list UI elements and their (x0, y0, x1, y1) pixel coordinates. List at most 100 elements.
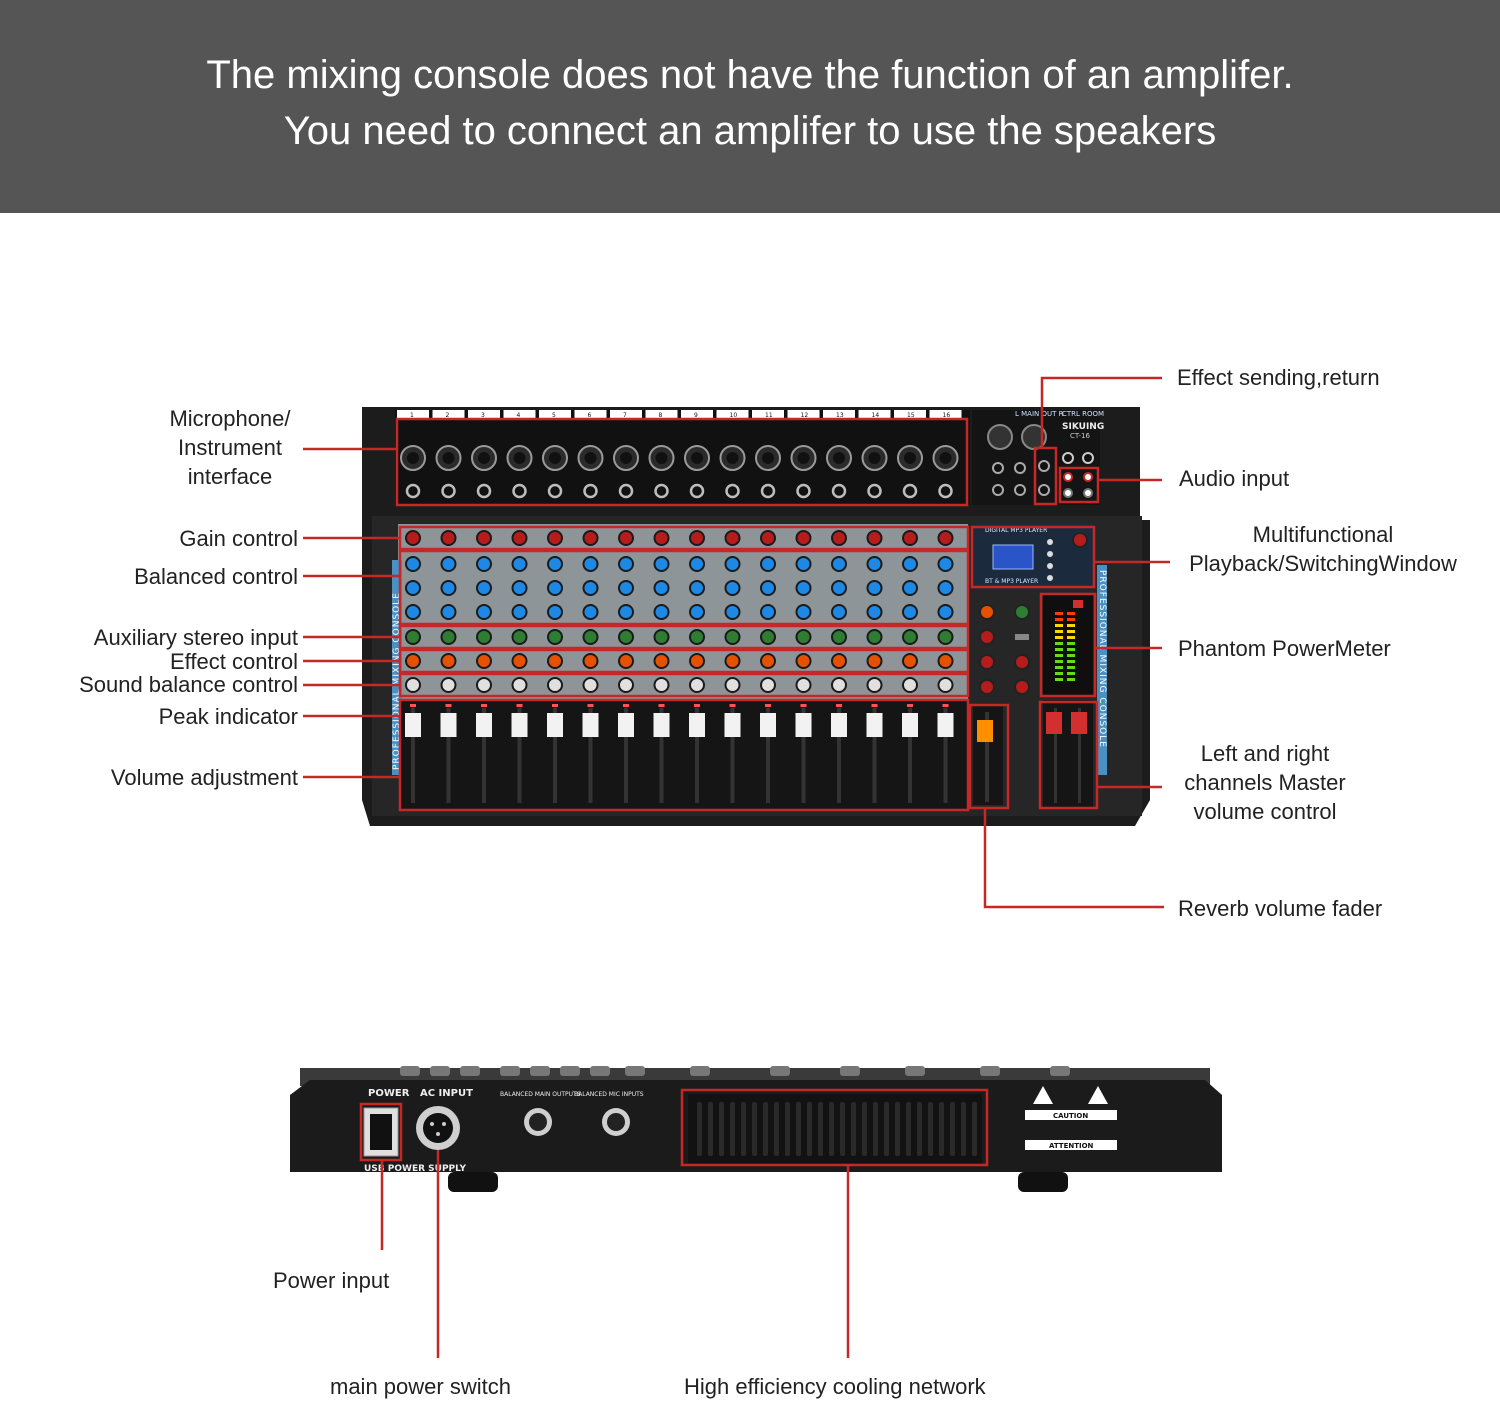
meter-led-left (1055, 660, 1063, 663)
channel-knob (866, 677, 883, 693)
channel-knob (831, 629, 847, 645)
xlr-input-hole (442, 452, 455, 464)
channel-number-tab (787, 410, 820, 418)
xlr-input-hole (407, 452, 419, 464)
xlr-input-hole (726, 452, 739, 464)
rear-knob (500, 1066, 520, 1076)
xlr-input-hole (868, 452, 881, 464)
line-input-jack (902, 483, 918, 499)
channel-knob (760, 604, 776, 620)
channel-knob (689, 604, 705, 620)
peak-led (765, 704, 771, 707)
channel-number-tab (858, 410, 891, 418)
channel-number: 3 (481, 412, 485, 419)
channel-knob (511, 580, 528, 596)
meter-led-right (1067, 636, 1075, 639)
master-l-fader-cap (1046, 712, 1062, 734)
fader-track (553, 708, 557, 803)
channel-knob (937, 629, 954, 645)
rca-input-3 (1063, 488, 1073, 498)
channel-number-tab (645, 410, 678, 418)
banner-line-2: You need to connect an amplifer to use t… (283, 109, 1217, 153)
channel-knob (405, 629, 421, 645)
peak-led (552, 704, 558, 707)
channel-knob (476, 530, 492, 546)
line-input-jack (796, 483, 811, 499)
channel-knob (937, 556, 954, 572)
line-input-jack (867, 483, 882, 499)
mixer-rear-view: POWER AC INPUT USB POWER SUPPLY BALANCED… (290, 1066, 1222, 1192)
channel-knob (795, 629, 812, 645)
line-input-jack (618, 483, 634, 499)
main-out-l-xlr (987, 424, 1013, 450)
channel-knob (547, 530, 563, 546)
channel-fader-cap (476, 713, 492, 737)
peak-led (481, 704, 487, 707)
channel-knob (618, 604, 634, 620)
line-input-jack (831, 483, 847, 499)
fader-track (837, 708, 841, 803)
label-master: Left and right channels Master volume co… (1170, 739, 1360, 826)
vent-slot (741, 1102, 746, 1156)
peak-led (516, 704, 523, 707)
fader-track (730, 708, 735, 803)
channel-knob (760, 677, 776, 693)
peak-led (623, 704, 629, 707)
meter-led-right (1067, 612, 1075, 615)
main-out-label: L MAIN OUT R (1015, 410, 1064, 418)
meter-led-right (1067, 678, 1075, 681)
rca-input-2 (1083, 472, 1093, 482)
channel-number-tab (823, 410, 855, 418)
line-input-row (405, 483, 953, 499)
vent-slot (829, 1102, 834, 1156)
peak-led (694, 704, 700, 707)
rear-knob (770, 1066, 790, 1076)
channel-knob (440, 677, 457, 693)
vent-slot (840, 1102, 845, 1156)
peak-led (410, 704, 416, 707)
vent-slot (972, 1102, 977, 1156)
channel-knob (831, 653, 847, 669)
line-input-jack (441, 483, 456, 499)
vent-slot (763, 1102, 768, 1156)
meter-led-left (1055, 666, 1063, 669)
channel-knob (902, 653, 918, 669)
channel-knob (440, 580, 457, 596)
channel-knob (582, 653, 599, 669)
channel-number-tab (503, 410, 536, 418)
channel-knob (653, 556, 670, 572)
rca-input-4 (1083, 488, 1093, 498)
vent-slot (752, 1102, 757, 1156)
channel-fader-cap (440, 713, 457, 737)
channel-knob (937, 580, 954, 596)
rear-knob (430, 1066, 450, 1076)
xlr-input-hole (549, 452, 561, 464)
channel-knob (653, 653, 670, 669)
fader-track (659, 708, 664, 803)
label-main-switch: main power switch (330, 1374, 511, 1399)
channel-fader-cap (689, 713, 705, 737)
fader-track (766, 708, 770, 803)
line-input-jack (405, 483, 421, 499)
meter-led-right (1067, 666, 1075, 669)
peak-led (658, 704, 665, 707)
vent-slot (785, 1102, 790, 1156)
meter-led-left (1055, 648, 1063, 651)
peak-led (587, 704, 594, 707)
channel-number-tab (610, 410, 642, 418)
channel-number: 2 (446, 412, 450, 419)
peak-led (942, 704, 949, 707)
channel-number: 13 (836, 412, 844, 419)
channel-knob (653, 580, 670, 596)
channel-number-tab (432, 410, 465, 418)
channel-knob (405, 653, 421, 669)
channel-number: 5 (552, 412, 556, 419)
rear-power-label: POWER (368, 1088, 410, 1099)
banner-line-1: The mixing console does not have the fun… (206, 53, 1294, 97)
channel-knob (618, 677, 634, 693)
label-effect-send: Effect sending,return (1177, 365, 1380, 390)
channel-fader-cap (831, 713, 847, 737)
channel-knob (476, 604, 492, 620)
